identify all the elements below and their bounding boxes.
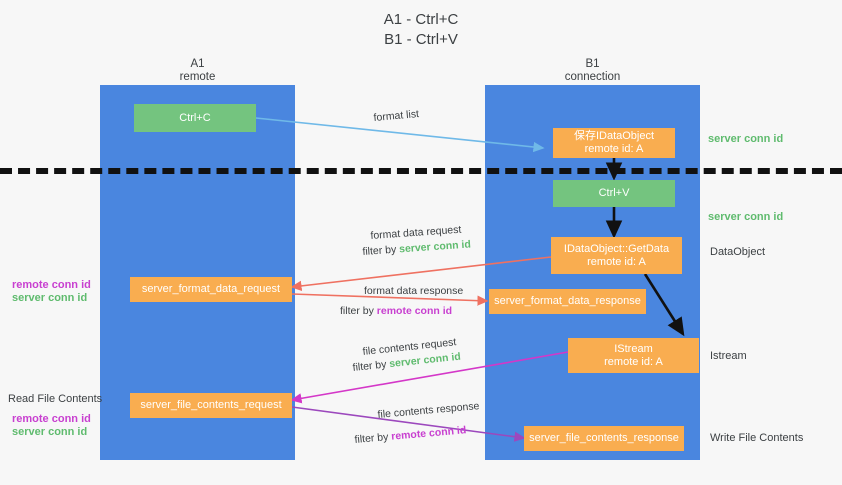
filter-prefix: filter by xyxy=(362,243,400,258)
filter-prefix: filter by xyxy=(340,305,377,317)
box-getdata-line2: remote id: A xyxy=(587,255,646,268)
annotation-format-data-response-text: format data response xyxy=(364,285,464,297)
box-server-format-data-request[interactable]: server_format_data_request xyxy=(130,277,292,302)
box-server-file-contents-request[interactable]: server_file_contents_request xyxy=(130,393,292,418)
box-ctrl-c[interactable]: Ctrl+C xyxy=(134,104,256,132)
filter-prefix: filter by xyxy=(352,358,390,374)
right-label-write-file-contents: Write File Contents xyxy=(710,432,804,444)
annotation-format-list-text: format list xyxy=(373,108,420,124)
arrow-format-list xyxy=(255,117,545,153)
right-label-dataobject: DataObject xyxy=(710,246,766,258)
box-server-file-contents-response-label: server_file_contents_response xyxy=(529,432,679,444)
title-line-1: A1 - Ctrl+C xyxy=(383,11,459,28)
title-line-2: B1 - Ctrl+V xyxy=(384,31,458,48)
right-label-server-conn-id-2: server conn id xyxy=(708,211,784,223)
box-getdata-line1: IDataObject::GetData xyxy=(563,242,670,255)
lane-b1-sub: connection xyxy=(564,71,621,83)
arrow-format-data-response xyxy=(291,293,489,306)
phase-divider xyxy=(0,168,842,174)
box-ctrl-v[interactable]: Ctrl+V xyxy=(553,180,675,207)
box-server-file-contents-response[interactable]: server_file_contents_response xyxy=(524,426,684,451)
lane-header-a1: A1 remote xyxy=(100,58,295,84)
arrow-getdata-to-istream xyxy=(643,273,685,337)
box-save-idataobject-line2: remote id: A xyxy=(584,143,644,155)
box-server-file-contents-request-label: server_file_contents_request xyxy=(140,399,282,411)
box-save-idataobject[interactable]: 保存IDataObject remote id: A xyxy=(553,128,675,158)
box-ctrl-v-label: Ctrl+V xyxy=(598,187,630,199)
filter-prefix: filter by xyxy=(354,430,392,446)
left-label-read-file-contents: Read File Contents xyxy=(8,393,103,405)
lane-a1-name: A1 xyxy=(190,58,205,70)
arrow-file-contents-response xyxy=(291,406,526,442)
box-server-format-data-request-label: server_format_data_request xyxy=(141,283,281,295)
left-label-server-conn-id-1: server conn id xyxy=(12,292,88,304)
left-label-server-conn-id-2: server conn id xyxy=(12,426,88,438)
left-label-remote-conn-id-1: remote conn id xyxy=(12,279,91,291)
box-server-format-data-response-label: server_format_data_response xyxy=(494,295,641,307)
annotation-format-data-response: format data response xyxy=(364,284,463,298)
box-ctrl-c-label: Ctrl+C xyxy=(179,111,211,124)
lane-header-b1: B1 connection xyxy=(485,58,700,84)
box-istream-line1: IStream xyxy=(614,342,653,355)
lane-b1-name: B1 xyxy=(585,58,600,70)
annotation-format-data-response-filter: filter by remote conn id xyxy=(340,304,452,318)
box-save-idataobject-line1: 保存IDataObject xyxy=(573,130,655,142)
box-idataobject-getdata[interactable]: IDataObject::GetData remote id: A xyxy=(551,237,682,274)
box-istream[interactable]: IStream remote id: A xyxy=(568,338,699,373)
page-title: A1 - Ctrl+C B1 - Ctrl+V xyxy=(0,10,842,50)
lane-a1-sub: remote xyxy=(179,71,216,83)
right-label-istream: Istream xyxy=(710,350,747,362)
right-label-server-conn-id-1: server conn id xyxy=(708,133,784,145)
arrow-format-data-request xyxy=(290,256,552,291)
left-label-remote-conn-id-2: remote conn id xyxy=(12,413,91,425)
filter-keyword-remote-conn-id: remote conn id xyxy=(376,305,453,317)
box-server-format-data-response[interactable]: server_format_data_response xyxy=(489,289,646,314)
box-istream-line2: remote id: A xyxy=(604,355,663,368)
arrow-file-contents-request xyxy=(290,351,569,404)
